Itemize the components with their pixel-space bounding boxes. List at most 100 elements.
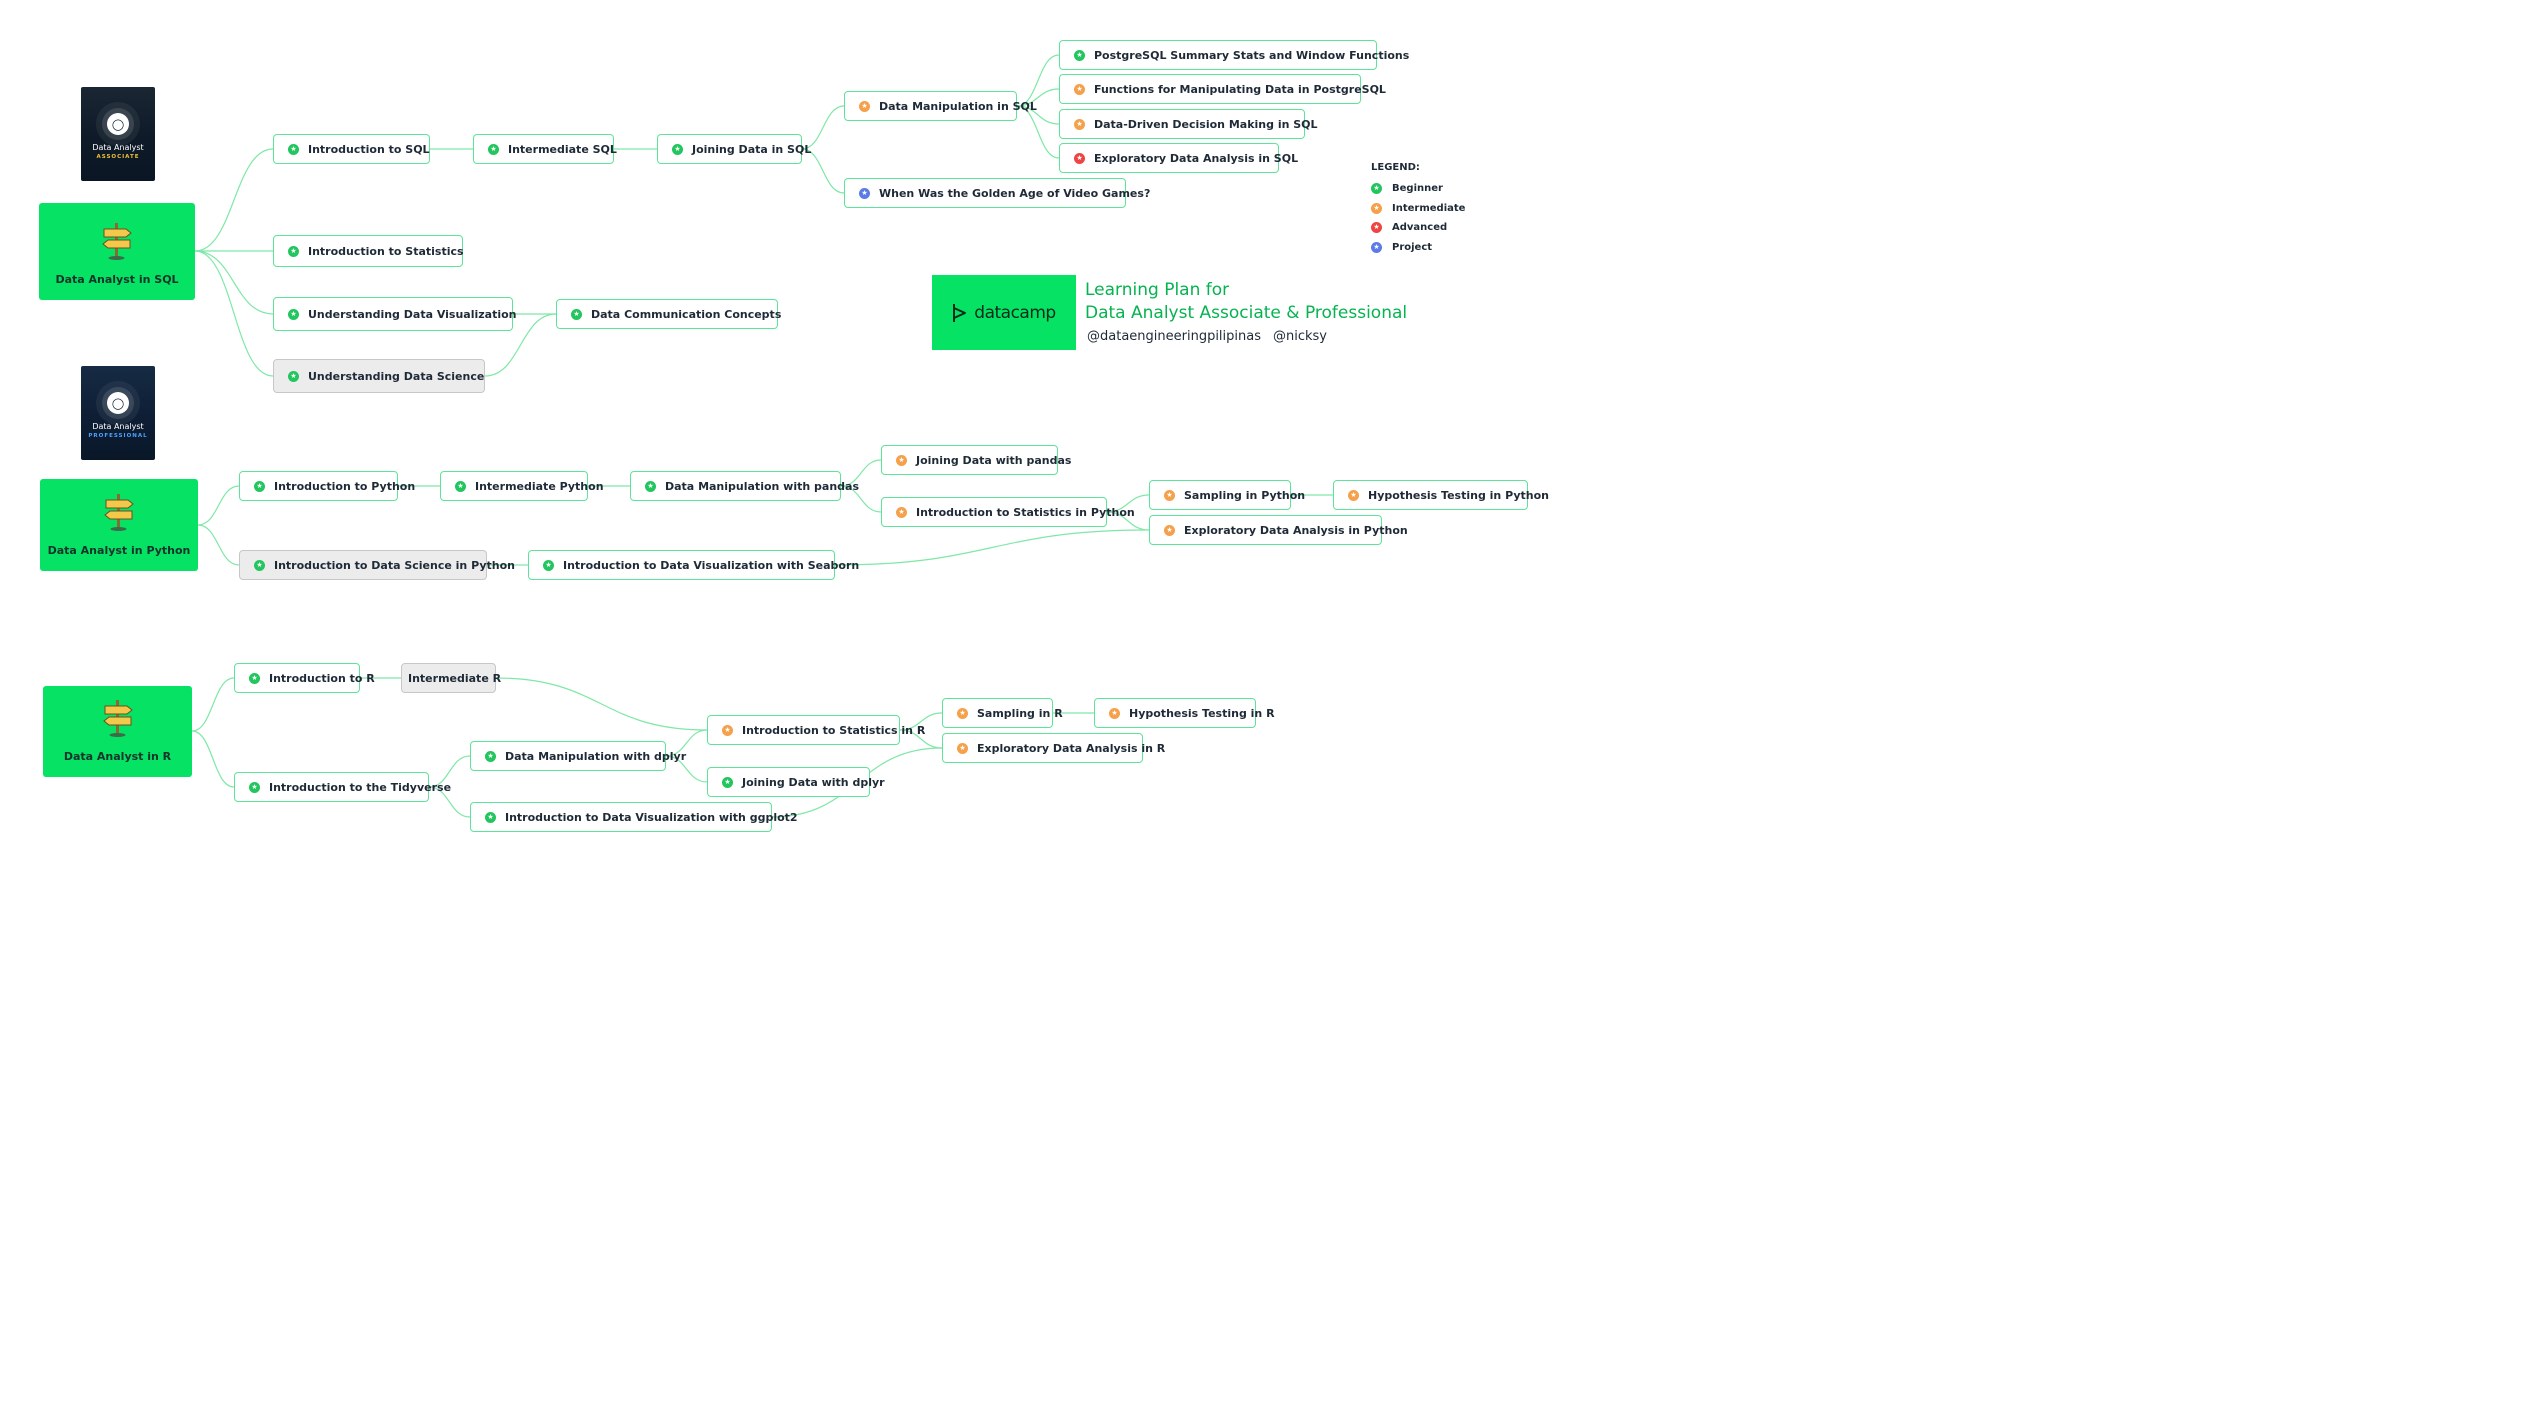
root-label: Data Analyst in R [63,750,172,763]
level-star-icon: ★ [485,750,496,762]
level-star-icon: ★ [1371,222,1382,234]
course-intro-tidyverse[interactable]: ★Introduction to the Tidyverse [234,772,451,802]
level-star-icon: ★ [722,776,733,788]
signpost-icon [102,223,132,260]
plan-title-line1: Learning Plan for [1085,280,1230,300]
datacamp-mark-icon [953,303,967,322]
course-understanding-data-viz[interactable]: ★Understanding Data Visualization [273,297,517,331]
course-understanding-data-science[interactable]: ★Understanding Data Science [273,359,485,393]
level-star-icon: ★ [896,506,907,518]
course-label: Functions for Manipulating Data in Postg… [1094,82,1386,96]
legend-item-advanced: ★Advanced [1371,218,1465,238]
level-star-icon: ★ [645,480,656,492]
level-star-icon: ★ [859,187,870,199]
legend: LEGEND: ★Beginner ★Intermediate ★Advance… [1371,162,1465,257]
course-eda-sql[interactable]: ★Exploratory Data Analysis in SQL [1059,143,1298,173]
course-label: Data Manipulation with dplyr [505,749,687,763]
level-star-icon: ★ [1371,241,1382,253]
course-statistics-python[interactable]: ★ Introduction to Statistics in Python [881,497,1135,527]
course-label: Introduction to Statistics in R [742,723,926,737]
course-sampling-python[interactable]: ★Sampling in Python [1149,480,1305,510]
course-label: Exploratory Data Analysis in Python [1184,523,1408,537]
course-label: Data Communication Concepts [591,307,782,321]
course-label: Introduction to Statistics [308,244,464,258]
level-star-icon: ★ [722,724,733,736]
course-intro-sql[interactable]: ★Introduction to SQL [273,134,430,164]
root-python[interactable]: Data Analyst in Python [40,479,198,571]
connector-line [197,524,240,566]
professional-badge: ◯ Data Analyst PROFESSIONAL [81,366,155,460]
course-intro-python[interactable]: ★Introduction to Python [239,471,415,501]
level-star-icon: ★ [1371,183,1382,195]
level-star-icon: ★ [288,143,299,155]
associate-badge: ◯ Data Analyst ASSOCIATE [81,87,155,181]
level-star-icon: ★ [1371,202,1382,214]
lightbulb-icon: ◯ [107,113,129,135]
level-star-icon: ★ [249,672,260,684]
connector-line [194,250,274,377]
course-eda-r[interactable]: ★Exploratory Data Analysis in R [942,733,1165,763]
legend-title: LEGEND: [1371,162,1420,173]
course-postgresql-summary-stats[interactable]: ★PostgreSQL Summary Stats and Window Fun… [1059,40,1409,70]
course-joining-data-dplyr[interactable]: ★Joining Data with dplyr [707,767,885,797]
course-label: Joining Data with pandas [916,453,1072,467]
course-data-manipulation-pandas[interactable]: ★ Data Manipulation with pandas [630,471,859,501]
course-label: Intermediate R [408,671,502,685]
course-data-manipulation-sql[interactable]: ★Data Manipulation in SQL [844,91,1037,121]
root-r[interactable]: Data Analyst in R [43,686,192,777]
legend-item-beginner: ★Beginner [1371,179,1465,199]
course-intro-statistics[interactable]: ★Introduction to Statistics [273,235,464,267]
course-data-communication[interactable]: ★ Data Communication Concepts [556,299,782,329]
root-sql[interactable]: Data Analyst in SQL [39,203,195,300]
course-data-driven-decisions-sql[interactable]: ★ Data-Driven Decision Making in SQL [1059,109,1318,139]
connector-line [495,677,708,731]
level-star-icon: ★ [288,308,299,320]
course-label: Data-Driven Decision Making in SQL [1094,117,1318,131]
course-data-manipulation-dplyr[interactable]: ★ Data Manipulation with dplyr [470,741,686,771]
badge-title: Data Analyst [92,422,144,431]
course-hypothesis-testing-python[interactable]: ★Hypothesis Testing in Python [1333,480,1549,510]
course-intermediate-r[interactable]: Intermediate R [401,663,501,693]
connector-line [834,529,1150,566]
level-star-icon: ★ [1074,83,1085,95]
course-statistics-r[interactable]: ★ Introduction to Statistics in R [707,715,925,745]
level-star-icon: ★ [571,308,582,320]
level-star-icon: ★ [1109,707,1120,719]
lightbulb-icon: ◯ [107,392,129,414]
course-eda-python[interactable]: ★Exploratory Data Analysis in Python [1149,515,1408,545]
root-label: Data Analyst in Python [47,544,191,557]
handle-author: @nicksy [1273,329,1327,344]
badge-title: Data Analyst [92,143,144,152]
course-joining-data-pandas[interactable]: ★Joining Data with pandas [881,445,1071,475]
course-data-viz-seaborn[interactable]: ★Introduction to Data Visualization with… [528,550,859,580]
root-label: Data Analyst in SQL [55,273,179,286]
level-star-icon: ★ [1074,118,1085,130]
course-intro-data-science-python[interactable]: ★Introduction to Data Science in Python [239,550,515,580]
legend-item-project: ★ Project [1371,238,1465,258]
level-star-icon: ★ [288,370,299,382]
course-intermediate-sql[interactable]: ★Intermediate SQL [473,134,617,164]
course-data-viz-ggplot2[interactable]: ★Introduction to Data Visualization with… [470,802,798,832]
level-star-icon: ★ [249,781,260,793]
project-golden-age-video-games[interactable]: ★When Was the Golden Age of Video Games? [844,178,1150,208]
course-hypothesis-testing-r[interactable]: ★Hypothesis Testing in R [1094,698,1275,728]
course-functions-postgresql[interactable]: ★ Functions for Manipulating Data in Post… [1059,74,1386,104]
connector-line [801,148,845,194]
level-star-icon: ★ [254,559,265,571]
legend-label: Project [1392,241,1433,253]
connector-line [194,250,274,315]
course-label: PostgreSQL Summary Stats and Window Func… [1094,48,1410,62]
connector-line [191,730,235,788]
course-label: Intermediate Python [475,479,604,493]
level-star-icon: ★ [254,480,265,492]
plan-title: Learning Plan for Data Analyst Associate… [1085,279,1407,325]
course-sampling-r[interactable]: ★Sampling in R [942,698,1063,728]
level-star-icon: ★ [1164,489,1175,501]
course-joining-data-sql[interactable]: ★Joining Data in SQL [657,134,811,164]
course-label: Data Manipulation with pandas [665,479,860,493]
course-intermediate-python[interactable]: ★Intermediate Python [440,471,604,501]
level-star-icon: ★ [1348,489,1359,501]
course-label: Introduction to Statistics in Python [916,505,1135,519]
signpost-icon [102,700,133,737]
course-intro-r[interactable]: ★Introduction to R [234,663,375,693]
